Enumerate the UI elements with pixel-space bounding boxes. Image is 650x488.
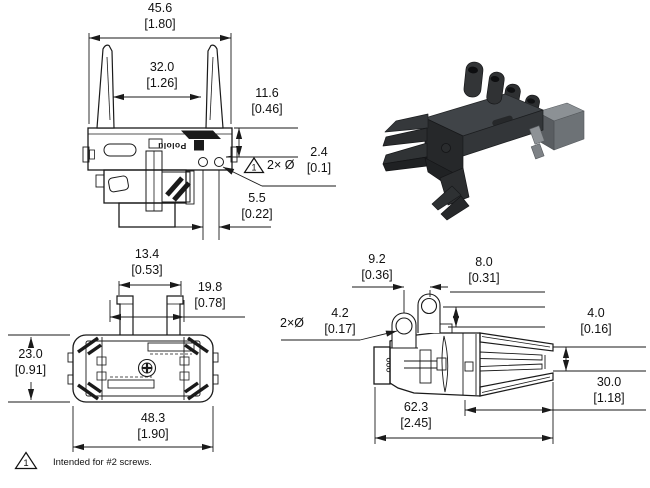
dim-in: [2.45] [400,415,432,430]
dim-in: [0.46] [251,101,283,116]
dim-in: [0.78] [194,295,226,310]
logo-mark [194,140,204,151]
dim-mm: 13.4 [134,247,160,261]
dim-in: [1.18] [593,390,625,405]
dim-in: [0.91] [14,362,47,377]
iso-lower-claws [424,157,470,221]
dim-side-lug-offset: 8.0 [0.31] [449,255,519,286]
dim-bottom-body-height: 23.0 [0.91] [0,347,61,378]
front-screw-hole [214,157,224,167]
front-right-prong [205,44,224,129]
note-flag-number: 1 [251,163,256,173]
dim-side-tip-thickness: 4.0 [0.16] [561,306,631,337]
callout-prefix: 2× Ø [267,158,295,172]
callout-values: 2.4 [0.1] [298,145,340,176]
dim-bottom-tab-outer-width: 19.8 [0.78] [175,280,245,311]
front-left-prong [96,44,115,129]
callout-prefix: 2×Ø [280,316,304,330]
side-motor-block [373,346,391,385]
drawing-footnote: 1 Intended for #2 screws. [14,450,152,471]
dim-in: [0.31] [468,270,500,285]
note-flag-triangle: 1 [243,156,265,180]
dim-in: [0.36] [361,267,393,282]
dim-mm: 9.2 [368,252,386,266]
iso-front-lugs [463,61,505,105]
dim-front-hole-spacing: 5.5 [0.22] [226,191,288,222]
footnote-text: Intended for #2 screws. [53,457,152,468]
front-view-part [82,44,238,228]
dim-in: [0.1] [306,160,332,175]
side-hole-callout: 2×Ø 4.2 [0.17] [280,306,365,338]
dim-mm: 32.0 [149,60,175,74]
dim-in: [1.26] [146,75,178,90]
iso-left-claws [382,113,429,172]
dim-mm: 11.6 [255,86,279,100]
side-view-part [373,293,554,397]
dim-in: [1.80] [144,16,176,31]
side-bottom-jaw [479,372,554,397]
side-top-jaw [479,332,554,352]
dim-mm: 4.0 [587,306,605,320]
dim-in: [0.22] [241,206,273,221]
dim-in: [1.90] [137,426,169,441]
bottom-dimensions [8,281,245,452]
dim-front-inner-width: 32.0 [1.26] [127,60,197,91]
dim-mm: 5.5 [248,191,266,205]
bottom-view-part [67,295,219,403]
dim-in: [0.53] [131,262,163,277]
iso-screw [441,143,451,153]
callout-values: 4.2 [0.17] [318,306,362,337]
dim-side-lug-spacing: 9.2 [0.36] [342,252,412,283]
front-screw-hole [198,157,208,167]
corner-rib-pads [77,336,209,401]
isometric-render [382,61,585,221]
logo-stripe [181,130,221,139]
note-flag-triangle: 1 [14,451,38,470]
dim-mm: 4.2 [331,306,349,320]
dim-mm: 30.0 [596,375,622,389]
dim-mm: 8.0 [475,255,493,269]
dim-mm: 19.8 [197,280,223,294]
dim-mm: 45.6 [147,1,173,15]
dim-bottom-tab-width: 13.4 [0.53] [112,247,182,278]
pololu-logo-text: Pololu [157,141,187,151]
dim-mm: 2.4 [310,145,328,159]
dim-mm: 23.0 [18,347,43,361]
dim-mm: 48.3 [140,411,166,425]
front-dimensions [88,33,336,240]
bottom-right-tab [166,295,184,335]
bottom-center-screw [137,358,157,378]
dim-side-claw-length: 30.0 [1.18] [574,375,644,406]
side-right-lug-hole [420,297,438,315]
note-flag-number: 1 [23,458,28,469]
dim-in: [0.17] [324,321,356,336]
dim-mm: 62.3 [403,400,429,414]
side-left-lug-hole [395,317,413,335]
side-dimensions [281,283,646,444]
bottom-left-tab [116,295,134,335]
front-hole-callout: 1 2× Ø 2.4 [0.1] [243,145,348,184]
dim-in: [0.16] [580,321,612,336]
dim-side-overall-length: 62.3 [2.45] [381,400,451,431]
dim-bottom-overall-width: 48.3 [1.90] [118,411,188,442]
dim-front-width: 45.6 [1.80] [125,1,195,32]
dim-front-plate-drop: 11.6 [0.46] [236,86,298,117]
